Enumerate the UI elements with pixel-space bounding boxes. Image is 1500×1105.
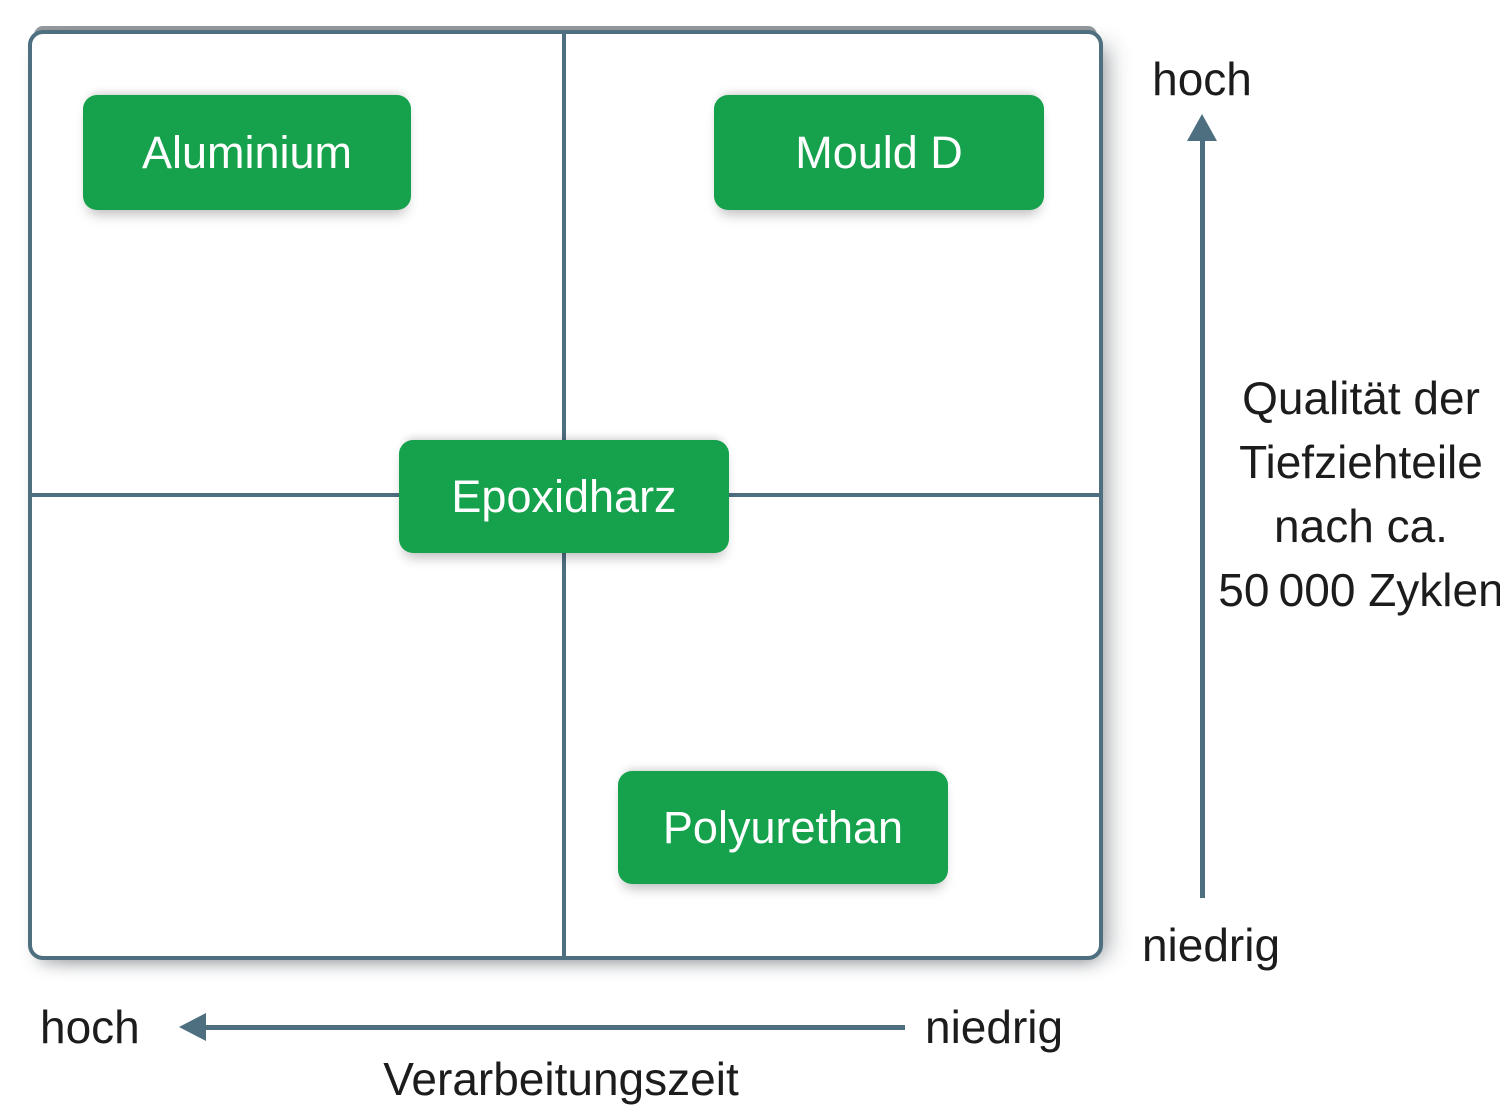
x-axis-line [200,1025,905,1030]
y-axis-title-line-1: Qualität der [1242,372,1480,424]
x-axis-title: Verarbeitungszeit [383,1053,739,1105]
y-axis-high-label: hoch [1152,53,1252,105]
matrix-item-polyurethan-label: Polyurethan [662,801,904,853]
y-axis-low-label: niedrig [1141,919,1281,971]
matrix-item-mould-d-label: Mould D [795,126,963,178]
y-axis-title: Qualität der Tiefziehteile nach ca. 50 0… [1218,366,1500,622]
x-axis-low-label: niedrig [925,1001,1064,1053]
matrix-item-epoxidharz-label: Epoxidharz [451,470,677,522]
y-axis-title-line-3: nach ca. [1274,500,1448,552]
x-axis-high-label: hoch [40,1001,140,1053]
matrix-item-polyurethan: Polyurethan [618,771,948,884]
matrix-item-aluminium-label: Aluminium [141,126,353,178]
matrix-item-aluminium: Aluminium [83,95,411,210]
y-axis-title-line-4: 50 000 Zyklen [1218,564,1500,616]
matrix-item-mould-d: Mould D [714,95,1044,210]
matrix-item-epoxidharz: Epoxidharz [399,440,729,553]
y-axis-line [1200,138,1205,898]
y-axis-title-line-2: Tiefziehteile [1239,436,1483,488]
arrow-up-icon [1187,114,1217,141]
arrow-left-icon [179,1013,206,1041]
